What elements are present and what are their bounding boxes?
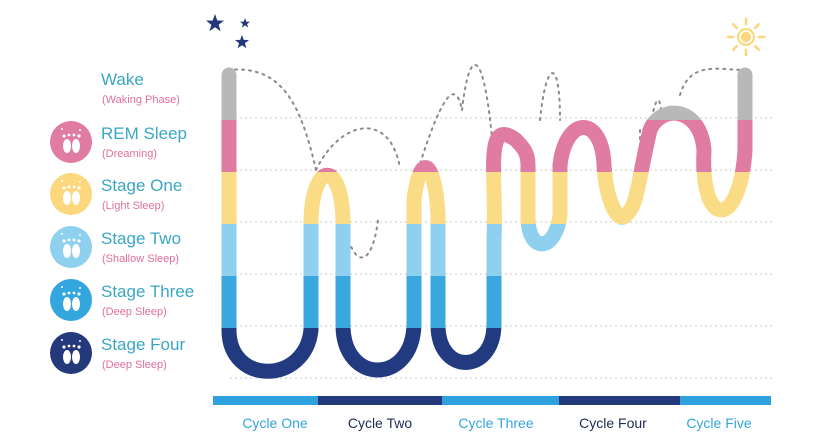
stage-sublabel: (Deep Sleep) — [102, 306, 167, 318]
stage-sublabel: (Deep Sleep) — [102, 359, 167, 371]
dotted-transition — [315, 127, 401, 171]
baby-feet-icon — [50, 121, 92, 163]
sleep-wave-line — [221, 67, 753, 379]
cycle-bar — [680, 396, 771, 405]
dotted-transition — [461, 63, 494, 151]
stars-icon — [206, 14, 250, 49]
legend-stage-one: Stage One (Light Sleep) — [0, 173, 230, 223]
stage-label: Stage Four — [101, 335, 186, 354]
stage-sublabel: (Shallow Sleep) — [102, 253, 180, 265]
cycle-bar — [213, 396, 318, 405]
stage-label: REM Sleep — [101, 124, 187, 143]
legend-stage-four: Stage Four (Deep Sleep) — [0, 332, 230, 382]
dotted-transition — [417, 93, 463, 171]
stage-label: Stage One — [101, 176, 183, 195]
cycle-label-two: Cycle Two — [347, 415, 413, 431]
wake-label: Wake — [101, 70, 144, 89]
sun-icon — [726, 17, 766, 57]
stage-sublabel: (Light Sleep) — [102, 200, 165, 212]
cycle-bar — [442, 396, 559, 405]
legend-rem-sleep: REM Sleep (Dreaming) — [0, 121, 230, 171]
cycle-label-three: Cycle Three — [458, 415, 534, 431]
cycle-label-five: Cycle Five — [686, 415, 752, 431]
baby-feet-icon — [50, 332, 92, 374]
dotted-transition — [679, 67, 745, 96]
legend-stage-three: Stage Three (Deep Sleep) — [0, 279, 230, 329]
cycle-label-one: Cycle One — [242, 415, 308, 431]
baby-feet-icon — [50, 173, 92, 215]
cycle-bar — [559, 396, 680, 405]
stage-label: Stage Two — [101, 229, 182, 248]
baby-feet-icon — [50, 226, 92, 268]
cycle-bar — [318, 396, 442, 405]
cycle-label-four: Cycle Four — [579, 415, 647, 431]
legend-stage-two: Stage Two (Shallow Sleep) — [0, 226, 230, 276]
dotted-transition — [539, 72, 561, 121]
stage-sublabel: (Dreaming) — [102, 148, 158, 160]
stage-label: Stage Three — [101, 282, 195, 301]
dotted-transition — [227, 68, 317, 171]
baby-feet-icon — [50, 279, 92, 321]
wake-sublabel: (Waking Phase) — [102, 94, 180, 106]
